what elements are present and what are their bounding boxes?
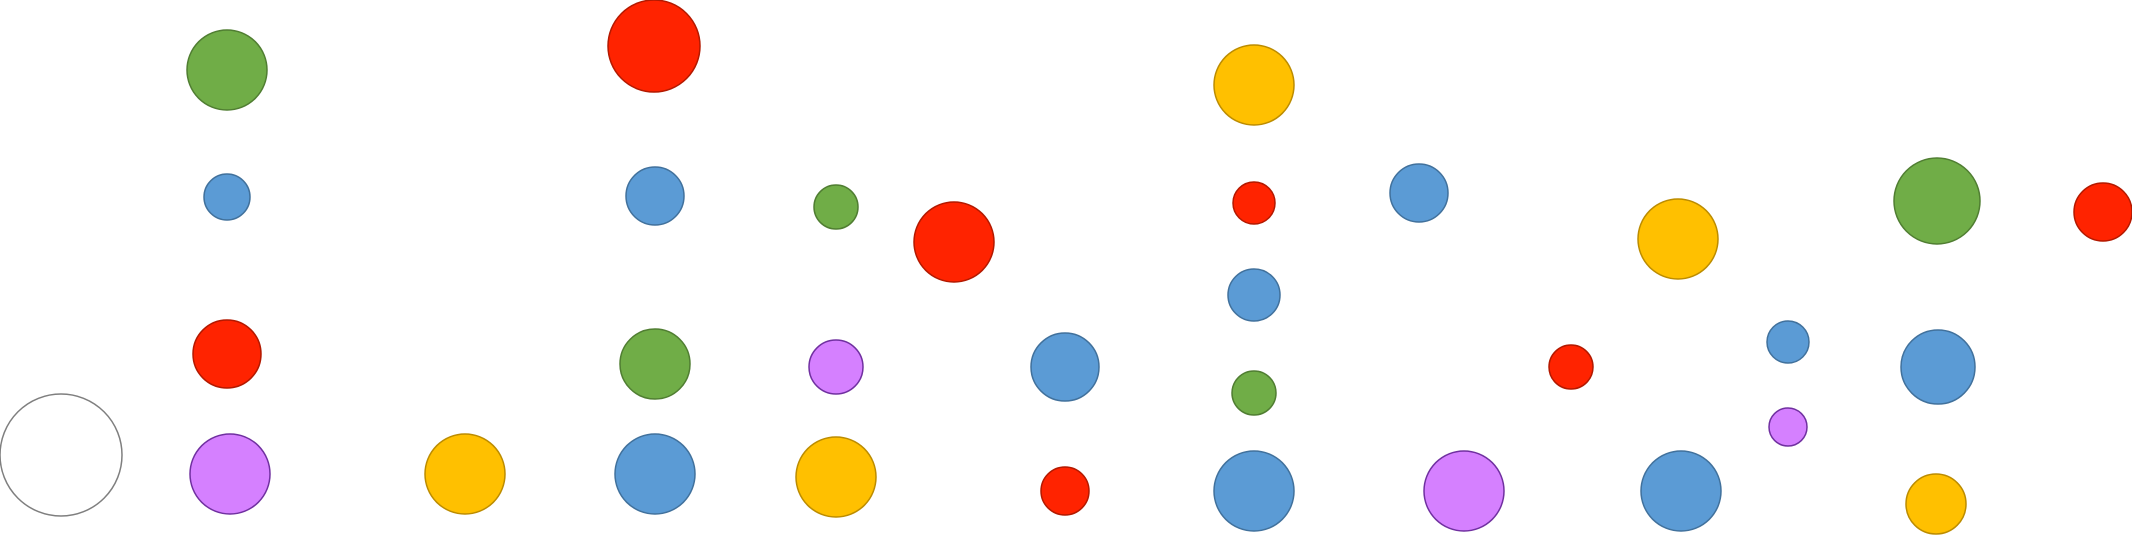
node-c12-yellow	[1905, 473, 1967, 535]
node-c12-blue	[1900, 329, 1976, 405]
node-c11-purple	[1768, 407, 1808, 447]
node-c7-blue-a	[1227, 268, 1281, 322]
node-c13-red	[2073, 182, 2132, 242]
node-c7-blue-b	[1213, 450, 1295, 532]
node-c7-green	[1231, 370, 1277, 416]
node-c4-yellow	[795, 436, 877, 518]
node-c1-red	[192, 319, 262, 389]
node-c10-yellow	[1637, 198, 1719, 280]
node-c3-red	[607, 0, 701, 93]
node-c1-green	[186, 29, 268, 111]
node-c4-purple	[808, 339, 864, 395]
node-c5-red-large	[913, 201, 995, 283]
node-c2-yellow	[424, 433, 506, 515]
node-c7-red	[1232, 181, 1276, 225]
node-root	[0, 393, 123, 517]
node-c1-blue	[203, 173, 251, 221]
node-c3-blue-b	[614, 433, 696, 515]
node-c6-blue	[1030, 332, 1100, 402]
node-c1-purple	[189, 433, 271, 515]
node-c8-purple	[1423, 450, 1505, 532]
node-c7-yellow	[1213, 44, 1295, 126]
node-c6-red	[1040, 466, 1090, 516]
node-c12-green	[1893, 157, 1981, 245]
node-c10-blue	[1640, 450, 1722, 532]
node-c3-blue-a	[625, 166, 685, 226]
node-c8-blue	[1389, 163, 1449, 223]
node-c4-green	[813, 184, 859, 230]
node-c11-blue	[1766, 320, 1810, 364]
node-c9-red	[1548, 344, 1594, 390]
node-c3-green	[619, 328, 691, 400]
